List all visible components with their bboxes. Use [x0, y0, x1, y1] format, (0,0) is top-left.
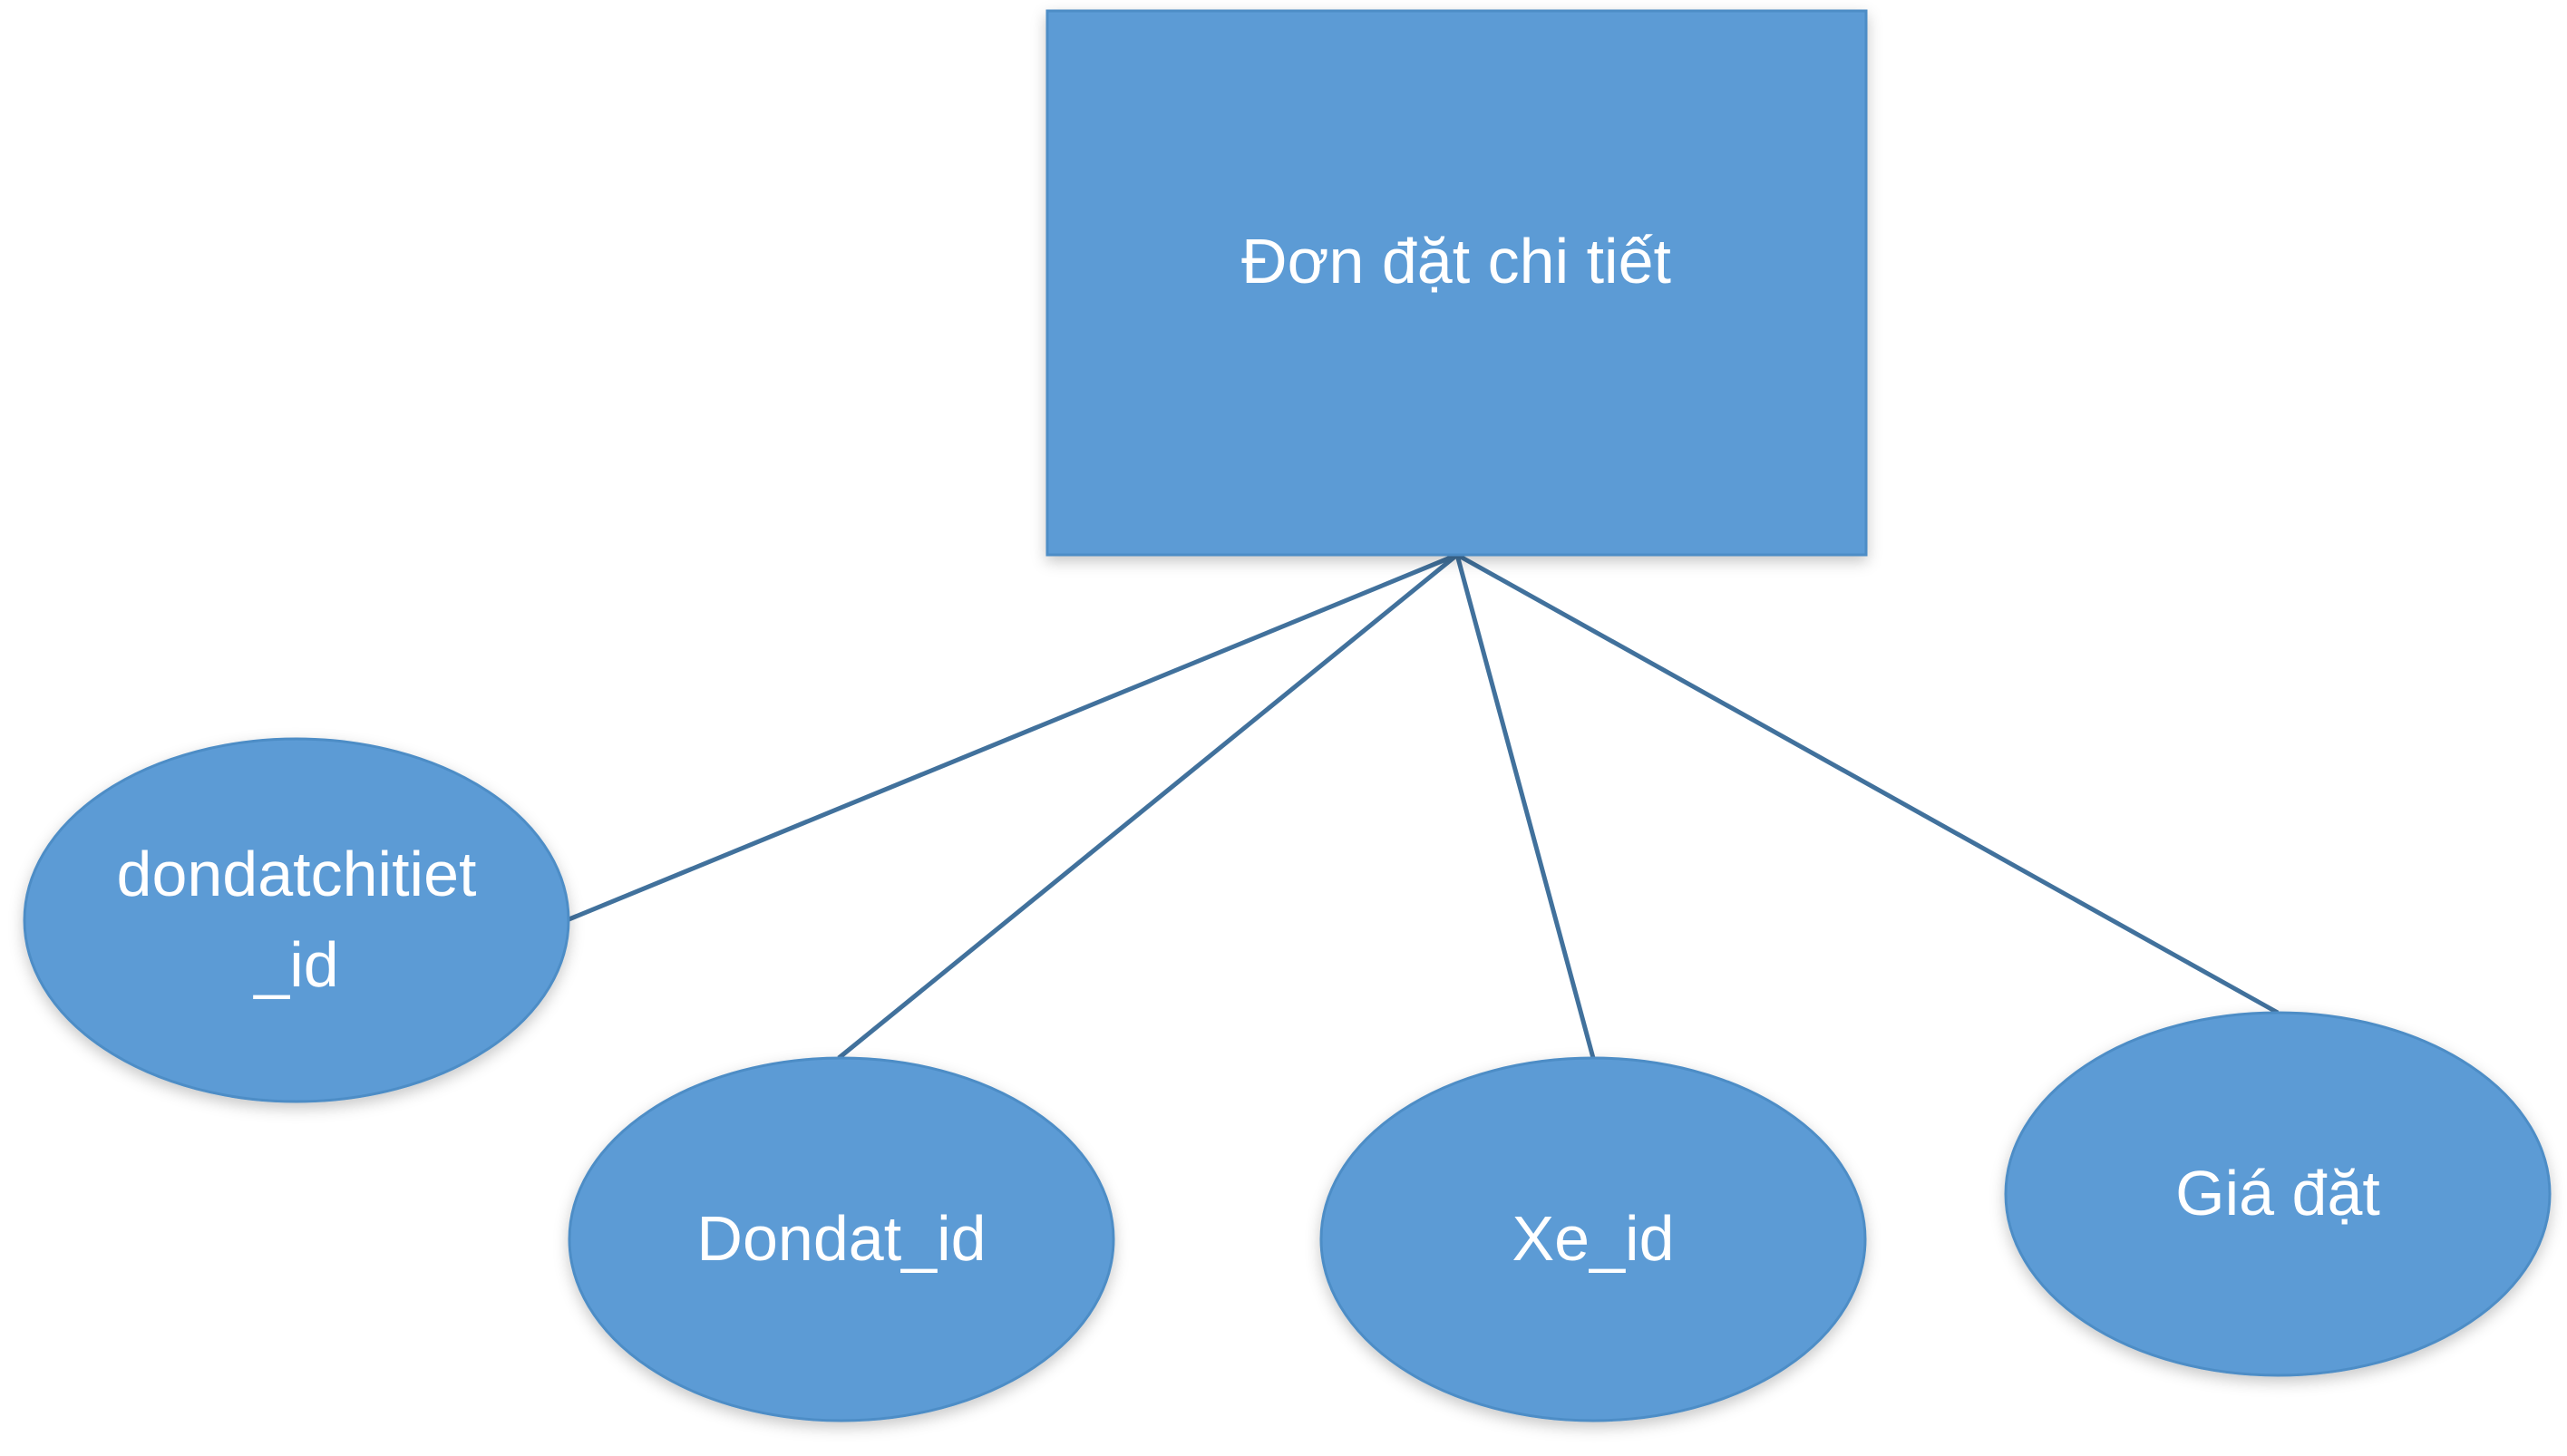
connector-dondat-id [837, 553, 1459, 1060]
attribute-ellipse[interactable] [1319, 1056, 1867, 1422]
connector-xe-id [1454, 554, 1596, 1059]
attribute-label: Giá đặt [2175, 1158, 2380, 1228]
connector-dondatchitiet-id [566, 552, 1458, 923]
attribute-ellipse[interactable] [2004, 1011, 2552, 1377]
connector-gia-dat [1455, 552, 2280, 1015]
attribute-ellipse[interactable] [23, 737, 570, 1103]
entity-don-dat-chi-tiet[interactable]: Đơn đặt chi tiết [1045, 9, 1868, 557]
entity-label: Đơn đặt chi tiết [1241, 226, 1671, 296]
attribute-ellipse[interactable] [568, 1056, 1115, 1422]
attribute-label-line-1: dondatchitiet [117, 839, 477, 909]
attribute-dondat-id[interactable]: Dondat_id [568, 1056, 1115, 1422]
attribute-dondatchitiet-id[interactable]: dondatchitiet _id [23, 737, 570, 1103]
attribute-label: Dondat_id [696, 1203, 986, 1274]
attribute-label-line-2: _id [252, 929, 338, 1000]
entity-box[interactable] [1045, 9, 1868, 557]
connectors [566, 552, 2280, 1060]
attribute-xe-id[interactable]: Xe_id [1319, 1056, 1867, 1422]
attribute-gia-dat[interactable]: Giá đặt [2004, 1011, 2552, 1377]
attribute-label: Xe_id [1512, 1203, 1674, 1274]
